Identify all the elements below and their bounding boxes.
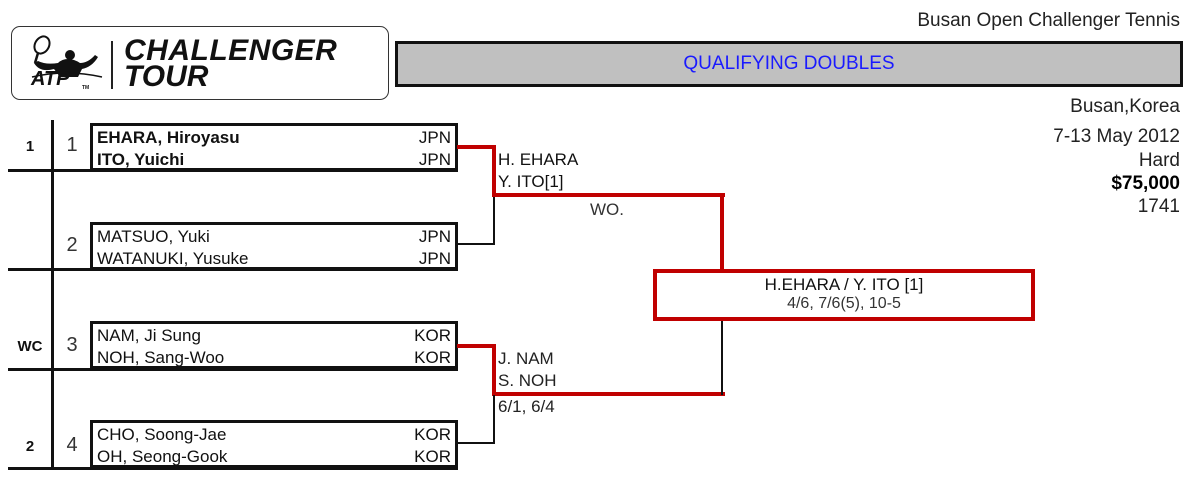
team-entry: NAM, Ji Sung KOR NOH, Sang-Woo KOR xyxy=(90,321,458,369)
bracket-line xyxy=(493,395,495,444)
winner-line xyxy=(720,193,724,270)
draw-number: 3 xyxy=(66,334,78,356)
player-country: JPN xyxy=(418,249,451,268)
brand-line2: TOUR xyxy=(124,60,209,93)
tournament-name: Busan Open Challenger Tennis xyxy=(917,10,1180,31)
player-name: NAM, Ji Sung xyxy=(97,326,201,345)
winner-line xyxy=(492,344,496,395)
r2-player: J. NAM xyxy=(498,349,554,368)
winner-line xyxy=(492,392,725,396)
location: Busan,Korea xyxy=(1070,96,1180,117)
team-entry: CHO, Soong-Jae KOR OH, Seong-Gook KOR xyxy=(90,420,458,468)
winner-line xyxy=(457,344,495,348)
tournament-code: 1741 xyxy=(1137,196,1180,217)
qualifier-box: H.EHARA / Y. ITO [1] 4/6, 7/6(5), 10-5 xyxy=(653,269,1035,321)
brand-line1: CHALLENGER xyxy=(124,34,338,67)
bracket-line xyxy=(721,320,723,395)
winner-line xyxy=(492,193,725,197)
player-country: JPN xyxy=(418,150,451,169)
team-entry: MATSUO, Yuki JPN WATANUKI, Yusuke JPN xyxy=(90,222,458,270)
r2-player: Y. ITO[1] xyxy=(498,172,564,191)
r2-score: 6/1, 6/4 xyxy=(498,397,555,416)
player-country: KOR xyxy=(414,348,451,367)
player-country: JPN xyxy=(418,128,451,147)
event-title: QUALIFYING DOUBLES xyxy=(395,41,1183,87)
draw-number: 2 xyxy=(66,234,78,256)
draw-number: 4 xyxy=(66,434,78,456)
qualifier-team: H.EHARA / Y. ITO [1] xyxy=(764,275,924,294)
logo-divider xyxy=(111,41,113,89)
player-name: OH, Seong-Gook xyxy=(97,447,228,466)
player-name: CHO, Soong-Jae xyxy=(97,425,227,444)
r2-score: WO. xyxy=(590,200,624,219)
qualifier-score: 4/6, 7/6(5), 10-5 xyxy=(787,295,901,312)
player-country: KOR xyxy=(414,447,451,466)
player-name: ITO, Yuichi xyxy=(97,150,185,169)
team-entry: EHARA, Hiroyasu JPN ITO, Yuichi JPN xyxy=(90,123,458,171)
winner-line xyxy=(457,145,495,149)
player-country: JPN xyxy=(418,227,451,246)
trademark: TM xyxy=(82,85,90,91)
player-name: NOH, Sang-Woo xyxy=(97,348,225,367)
grid-vertical xyxy=(51,120,54,470)
dates: 7-13 May 2012 xyxy=(1053,126,1180,147)
bracket-line xyxy=(493,196,495,245)
r2-player: H. EHARA xyxy=(498,150,579,169)
atp-challenger-logo: ATP TM CHALLENGER TOUR xyxy=(11,26,389,100)
grid-row-line xyxy=(8,467,458,470)
r2-player: S. NOH xyxy=(498,371,557,390)
surface: Hard xyxy=(1138,150,1180,171)
winner-line xyxy=(492,145,496,196)
player-name: WATANUKI, Yusuke xyxy=(97,249,249,268)
atp-wordmark: ATP xyxy=(31,68,70,90)
player-country: KOR xyxy=(414,326,451,345)
bracket-line xyxy=(457,243,495,245)
player-name: EHARA, Hiroyasu xyxy=(97,128,240,147)
tennis-player-icon xyxy=(31,35,103,78)
seed-label: 1 xyxy=(25,138,35,155)
draw-number: 1 xyxy=(66,134,78,156)
grid-row-line xyxy=(8,368,458,371)
seed-label: 2 xyxy=(25,438,35,455)
seed-label: WC xyxy=(17,338,43,355)
bracket-line xyxy=(457,442,495,444)
prize-money: $75,000 xyxy=(1111,173,1180,194)
player-name: MATSUO, Yuki xyxy=(97,227,210,246)
player-country: KOR xyxy=(414,425,451,444)
